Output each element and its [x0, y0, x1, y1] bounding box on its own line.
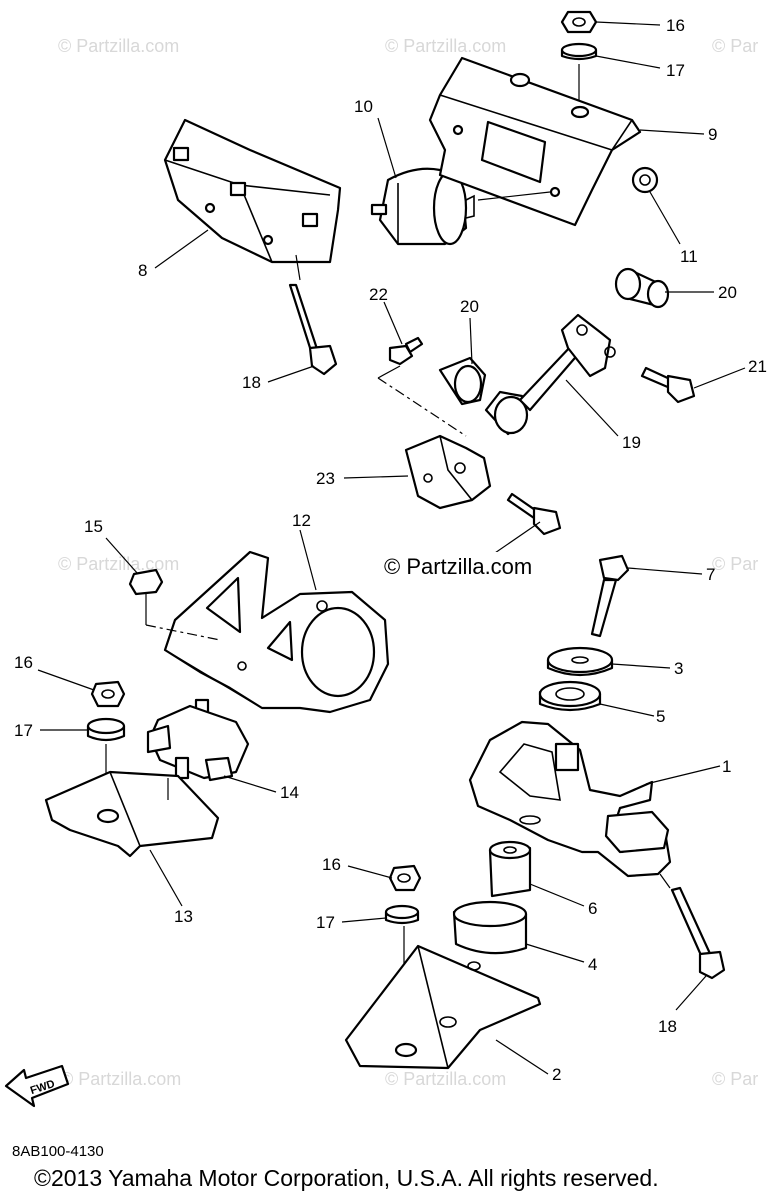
callout-15: 15	[84, 517, 103, 536]
part-7-bolt	[590, 554, 630, 638]
callout-18-lower: 18	[658, 1017, 677, 1036]
callout-12: 12	[292, 511, 311, 530]
watermark-mid-left: © Partzilla.com	[58, 554, 179, 574]
part-20-bushing-lower	[438, 356, 487, 406]
watermark-mid-right: © Par	[712, 554, 758, 574]
part-4-rubber	[452, 900, 528, 955]
part-13-base-plate	[44, 770, 220, 858]
part-20-bushing-upper	[614, 267, 670, 309]
part-16-nut-left	[90, 680, 126, 708]
callout-17: 17	[666, 61, 685, 80]
callout-8: 8	[138, 261, 147, 280]
callout-16: 16	[666, 16, 685, 35]
watermark-top-left: © Partzilla.com	[58, 36, 179, 56]
part-9-upper-right-bracket	[428, 56, 642, 227]
callout-labels: 16 17 9 10 11 8 20 22 20 18 21 19 23 21 …	[14, 16, 767, 1084]
center-watermark-bg	[382, 552, 568, 580]
part-14-rubber-mount	[146, 698, 250, 782]
part-3-washer	[546, 646, 614, 677]
callout-2: 2	[552, 1065, 561, 1084]
part-12-rear-bracket	[163, 550, 390, 714]
callout-1: 1	[722, 757, 731, 776]
part-11-collar	[631, 166, 659, 194]
part-23-small-bracket	[404, 434, 492, 510]
watermark-layer: © Partzilla.com © Partzilla.com © Par © …	[58, 36, 758, 1089]
part-21-bolt-upper	[640, 366, 696, 404]
watermark-top-center: © Partzilla.com	[385, 36, 506, 56]
part-10-rubber-mount	[370, 167, 475, 246]
callout-13: 13	[174, 907, 193, 926]
part-5-washer	[538, 680, 602, 712]
callout-16-lower: 16	[322, 855, 341, 874]
callout-20-lower: 20	[460, 297, 479, 316]
part-18-bolt-lower	[659, 873, 726, 980]
part-17-washer-top	[560, 42, 598, 100]
watermark-top-right: © Par	[712, 36, 758, 56]
copyright-notice: ©2013 Yamaha Motor Corporation, U.S.A. A…	[34, 1165, 659, 1191]
callout-5: 5	[656, 707, 665, 726]
watermark-bottom-left: © Partzilla.com	[60, 1069, 181, 1089]
callout-10: 10	[354, 97, 373, 116]
part-6-collar	[488, 840, 532, 898]
callout-14: 14	[280, 783, 299, 802]
callout-17-left: 17	[14, 721, 33, 740]
part-21-bolt-lower	[506, 492, 562, 536]
part-19-torque-rod	[484, 313, 616, 436]
fwd-arrow-icon: FWD	[4, 1064, 70, 1108]
callout-16-left: 16	[14, 653, 33, 672]
part-8-upper-left-bracket	[163, 118, 342, 264]
watermark-bottom-right: © Par	[712, 1069, 758, 1089]
center-watermark: © Partzilla.com	[384, 554, 532, 579]
part-16-nut-lower	[388, 864, 422, 892]
callout-20-upper: 20	[718, 283, 737, 302]
callout-3: 3	[674, 659, 683, 678]
callout-21-upper: 21	[748, 357, 767, 376]
watermark-bottom-center: © Partzilla.com	[385, 1069, 506, 1089]
part-18-bolt-upper	[288, 254, 338, 376]
part-1-front-bracket	[468, 720, 672, 878]
part-16-nut-top	[560, 10, 598, 34]
part-code: 8AB100-4130	[12, 1143, 104, 1160]
callout-11: 11	[680, 247, 698, 266]
callout-4: 4	[588, 955, 597, 974]
callout-17-lower: 17	[316, 913, 335, 932]
part-17-washer-left	[86, 717, 126, 808]
callout-9: 9	[708, 125, 717, 144]
callout-23: 23	[316, 469, 335, 488]
callout-7: 7	[706, 565, 715, 584]
part-2-lower-bracket	[344, 944, 542, 1070]
callout-6: 6	[588, 899, 597, 918]
callout-22: 22	[369, 285, 388, 304]
part-22-bolt	[388, 336, 424, 366]
callout-19: 19	[622, 433, 641, 452]
callout-18-upper: 18	[242, 373, 261, 392]
part-15-nut	[128, 568, 164, 596]
